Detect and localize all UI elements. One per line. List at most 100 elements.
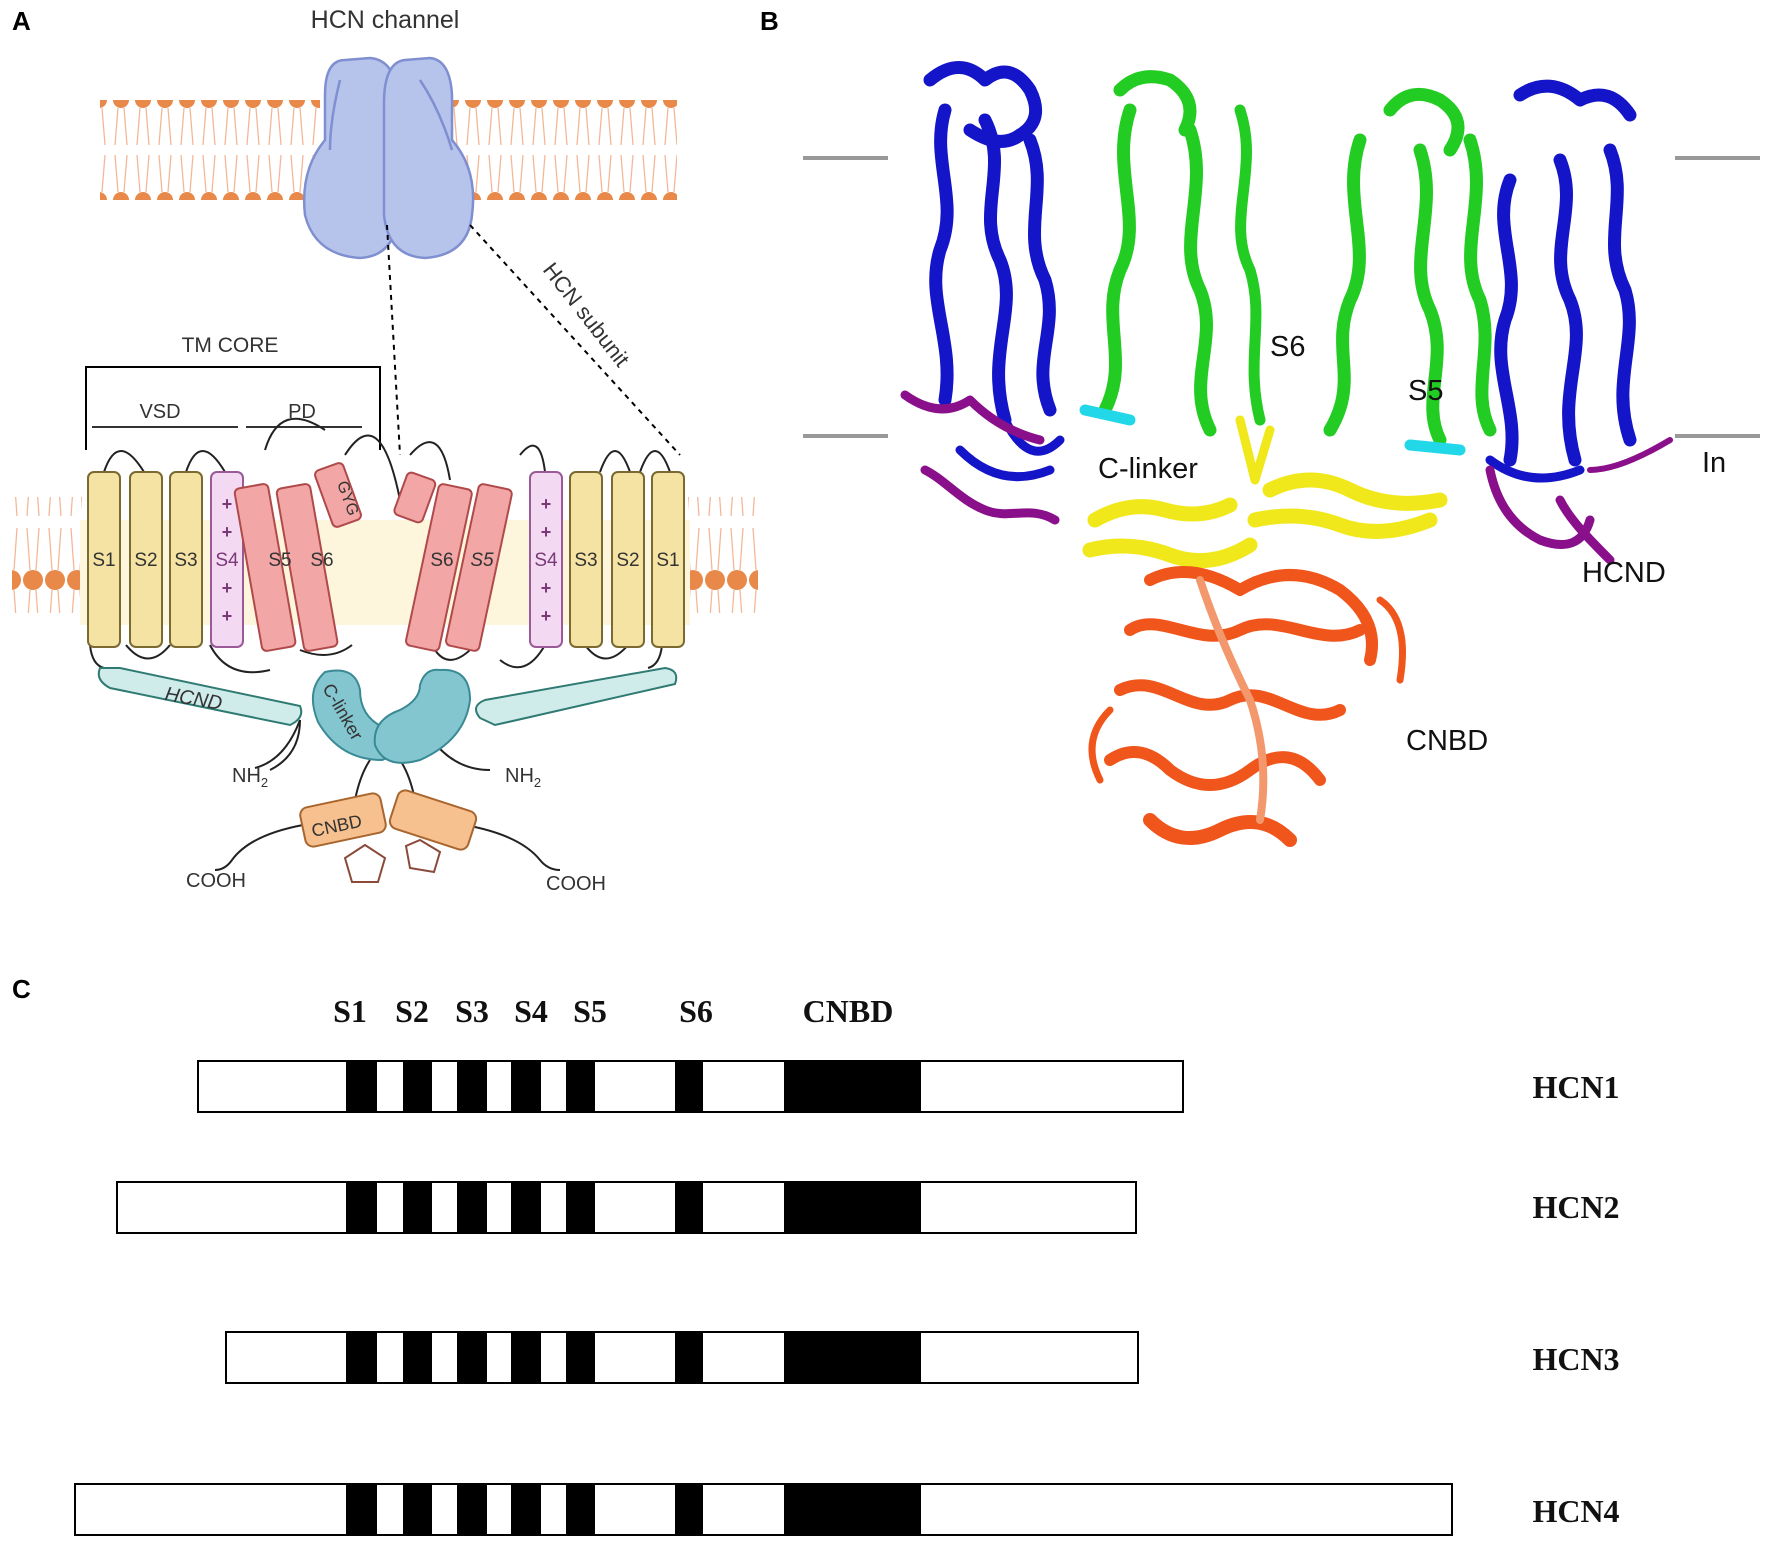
protein-structure — [900, 61, 1673, 847]
pore-segments-left — [233, 462, 362, 652]
s2-left-label: S2 — [134, 550, 157, 571]
isoform-bar-hcn4 — [74, 1483, 1453, 1536]
nh2-left-text: NH — [232, 765, 261, 787]
hcnd-left-tail — [269, 719, 301, 771]
s4-right-plus-2: + — [541, 522, 552, 542]
isoform-label-hcn1: HCN1 — [1532, 1069, 1619, 1105]
cnbd-left-domain — [299, 792, 387, 848]
c-linker-ribbon — [1082, 415, 1448, 569]
domain-block-cnbd — [784, 1484, 921, 1535]
header-s4: S4 — [514, 993, 548, 1029]
domain-block-s2 — [403, 1182, 432, 1233]
isoform-label-hcn4: HCN4 — [1532, 1493, 1619, 1529]
s2-left-segment — [129, 471, 163, 648]
s1-right-segment — [651, 471, 685, 648]
vsd-segments-right — [529, 471, 685, 648]
gyg-filter-left — [314, 462, 362, 528]
nh2-right-subscript: 2 — [534, 775, 541, 790]
s4-left-label: S4 — [215, 550, 239, 571]
in-label: In — [1702, 447, 1726, 479]
cooh-left-label: COOH — [186, 870, 246, 892]
camp-pentagon-left — [343, 843, 387, 883]
s4-left-plus-2: + — [222, 522, 233, 542]
header-s2: S2 — [395, 993, 429, 1029]
domain-block-s2 — [403, 1484, 432, 1535]
domain-block-s5 — [566, 1332, 595, 1383]
domain-block-s4 — [511, 1484, 541, 1535]
domain-block-cnbd — [784, 1061, 921, 1112]
nh2-left-label: NH2 — [232, 765, 268, 790]
panel-b: B — [760, 6, 1760, 847]
s4-charges: + + + + + + + + — [222, 494, 552, 626]
bottom-membrane-left — [12, 497, 82, 613]
channel-to-subunit-dotted-line — [469, 224, 681, 456]
s1-left-segment — [87, 471, 121, 648]
header-s3: S3 — [455, 993, 489, 1029]
top-membrane-right — [452, 100, 677, 200]
panel-a-letter: A — [12, 6, 31, 36]
domain-block-s1 — [346, 1182, 377, 1233]
channel-to-core-dotted-line — [386, 224, 401, 456]
pore-helices-right — [1323, 87, 1497, 447]
domain-block-s1 — [346, 1484, 377, 1535]
s3-left-label: S3 — [174, 550, 197, 571]
vsd-segments-left — [87, 471, 244, 648]
domain-block-s5 — [566, 1484, 595, 1535]
s3-right-segment — [569, 471, 603, 648]
hcn-channel-shape — [302, 56, 475, 260]
s6-right-label: S6 — [430, 550, 453, 571]
vsd-helices-right — [1485, 79, 1637, 483]
isoform-hcn4: HCN4 — [74, 1483, 1620, 1536]
hcnd-left-ribbon — [900, 390, 1060, 525]
hcnd-left-domain — [97, 667, 303, 727]
s4-right-plus-3: + — [541, 578, 552, 598]
s1-right-label: S1 — [656, 550, 679, 571]
s4-s5-linkers — [1079, 404, 1466, 456]
nh2-right-label: NH2 — [505, 765, 541, 790]
hcn-channel-title: HCN channel — [311, 6, 460, 34]
s6-left-label: S6 — [310, 550, 333, 571]
domain-block-s6 — [675, 1484, 703, 1535]
domain-block-s4 — [511, 1182, 541, 1233]
hcnd-label-b: HCND — [1582, 557, 1666, 589]
s4-right-plus-1: + — [541, 494, 552, 514]
s4-left-plus-3: + — [222, 578, 233, 598]
panel-c-letter: C — [12, 974, 31, 1004]
domain-block-cnbd — [784, 1332, 921, 1383]
domain-block-s5 — [566, 1182, 595, 1233]
bottom-membrane-right — [688, 497, 758, 613]
camp-pentagon-right — [404, 838, 442, 874]
s5-right-label: S5 — [470, 550, 494, 571]
domain-block-s2 — [403, 1332, 432, 1383]
s4-right-label: S4 — [534, 550, 558, 571]
cnbd-right-domain — [388, 789, 478, 851]
s6-label: S6 — [1270, 331, 1305, 363]
domain-block-s4 — [511, 1061, 541, 1112]
domain-block-s6 — [675, 1061, 703, 1112]
domain-block-s6 — [675, 1332, 703, 1383]
header-s6: S6 — [679, 993, 713, 1029]
c-linker-right — [373, 668, 472, 764]
panel-a: A HCN channel HCN subunit TM CORE VSD PD — [12, 6, 758, 895]
domain-block-s6 — [675, 1182, 703, 1233]
cooh-right-label: COOH — [546, 873, 606, 895]
s2-right-segment — [611, 471, 645, 648]
nh2-left-subscript: 2 — [261, 775, 268, 790]
top-membrane-left — [100, 100, 320, 200]
domain-block-s3 — [457, 1182, 487, 1233]
domain-block-s1 — [346, 1332, 377, 1383]
hcnd-right-domain — [475, 666, 678, 727]
c-linker-label-b: C-linker — [1098, 453, 1198, 485]
isoform-hcn1: HCN1 — [197, 1060, 1620, 1113]
tm-core-label: TM CORE — [182, 334, 279, 357]
s3-left-segment — [169, 471, 203, 648]
cnbd-ribbon — [1088, 566, 1406, 847]
domain-block-s3 — [457, 1484, 487, 1535]
pore-segments-right — [393, 471, 513, 652]
isoform-label-hcn2: HCN2 — [1532, 1189, 1619, 1225]
s3-right-label: S3 — [574, 550, 597, 571]
domain-block-s2 — [403, 1061, 432, 1112]
s4-left-segment — [210, 471, 244, 648]
